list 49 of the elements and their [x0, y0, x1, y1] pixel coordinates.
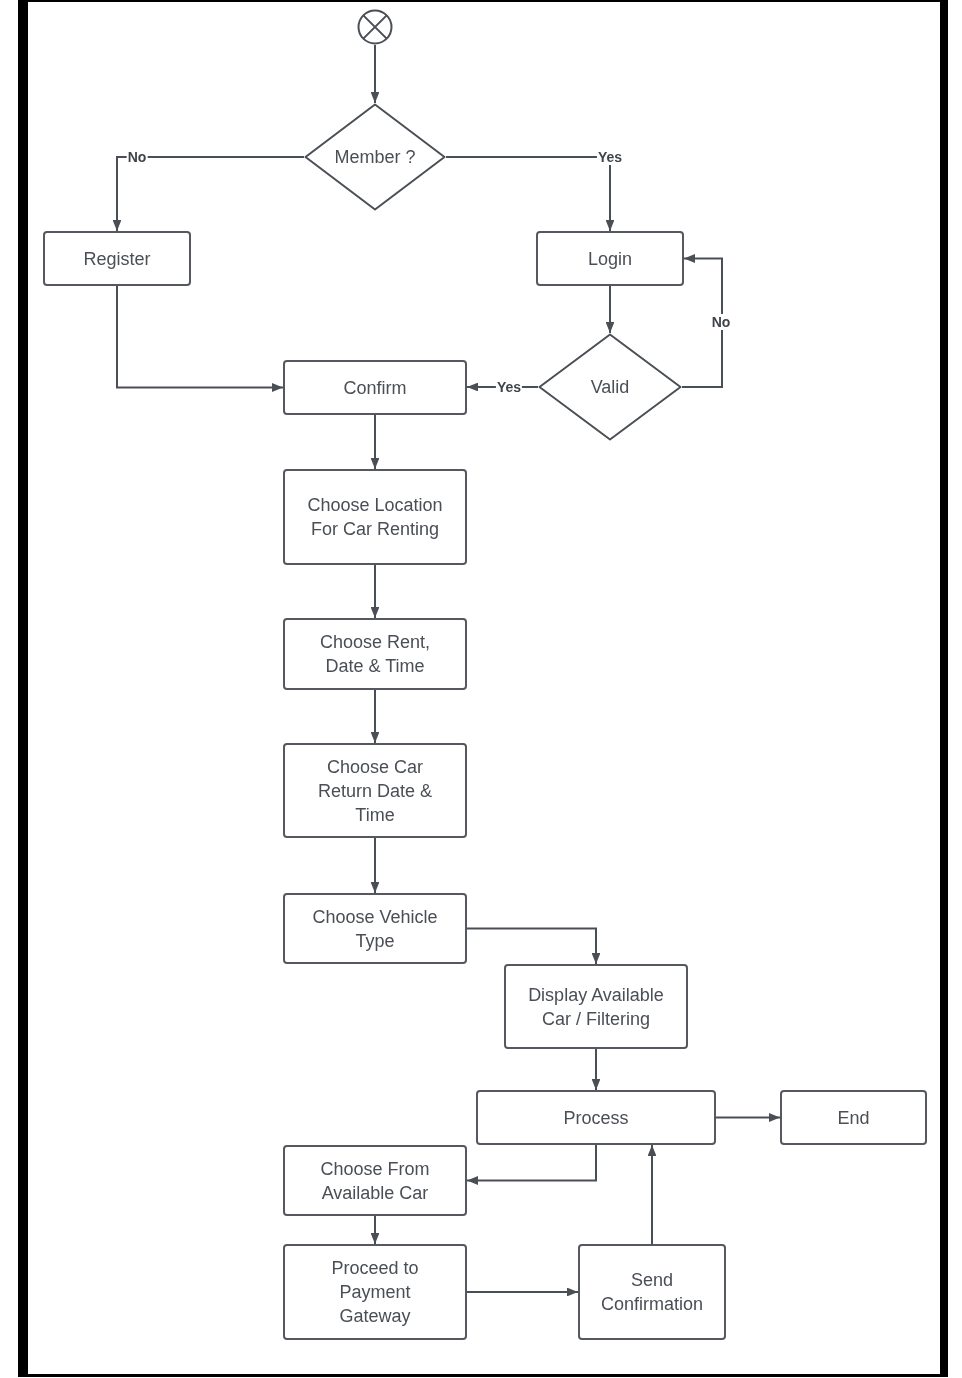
arrow: [445, 156, 615, 232]
step-text: Display Available Car / Filtering: [527, 983, 665, 1031]
step-text: Choose Vehicle Type: [311, 905, 439, 953]
step-text: Register: [82, 247, 152, 271]
arrow: [370, 44, 380, 104]
edge-label: Yes: [596, 149, 624, 165]
arrow: [370, 564, 380, 619]
step-text: Proceed to Payment Gateway: [330, 1257, 420, 1328]
process-box: [283, 1145, 467, 1216]
edge-label: Yes: [495, 379, 523, 395]
arrow: [370, 414, 380, 470]
arrow: [466, 927, 601, 965]
process-box: [283, 360, 467, 415]
step-text: End: [836, 1106, 871, 1130]
arrow: [112, 156, 305, 232]
edge-label: No: [126, 149, 148, 165]
process-box: [283, 1244, 467, 1340]
edge-label: No: [710, 314, 732, 330]
step-text: Choose Car Return Date & Time: [316, 755, 434, 827]
arrow: [715, 1113, 781, 1122]
step-text: Confirm: [342, 376, 408, 400]
step-text: Choose From Available Car: [319, 1157, 431, 1205]
arrow: [591, 1048, 601, 1091]
arrow: [466, 1144, 597, 1185]
arrow: [605, 285, 615, 334]
process-box: [780, 1090, 927, 1145]
process-box: [43, 231, 191, 286]
step-text: Process: [562, 1106, 630, 1130]
process-box: [283, 893, 467, 964]
arrow: [370, 837, 380, 894]
arrow: [647, 1144, 657, 1245]
process-box: [536, 231, 684, 286]
step-text: Send Confirmation: [599, 1269, 704, 1316]
process-box: [578, 1244, 726, 1340]
process-box: [283, 618, 467, 690]
process-box: [283, 469, 467, 565]
step-text: Choose Location For Car Renting: [306, 494, 444, 541]
decision-text: Member ?: [334, 146, 416, 169]
decision-text: Valid: [590, 376, 630, 399]
process-box: [504, 964, 688, 1049]
step-text: Choose Rent, Date & Time: [318, 631, 432, 678]
arrow: [681, 254, 723, 388]
process-box: [283, 743, 467, 838]
arrow: [370, 689, 380, 744]
arrow: [370, 1215, 380, 1245]
step-text: Login: [586, 247, 633, 271]
arrow: [116, 285, 284, 392]
arrow: [466, 1287, 579, 1297]
process-box: [476, 1090, 716, 1145]
